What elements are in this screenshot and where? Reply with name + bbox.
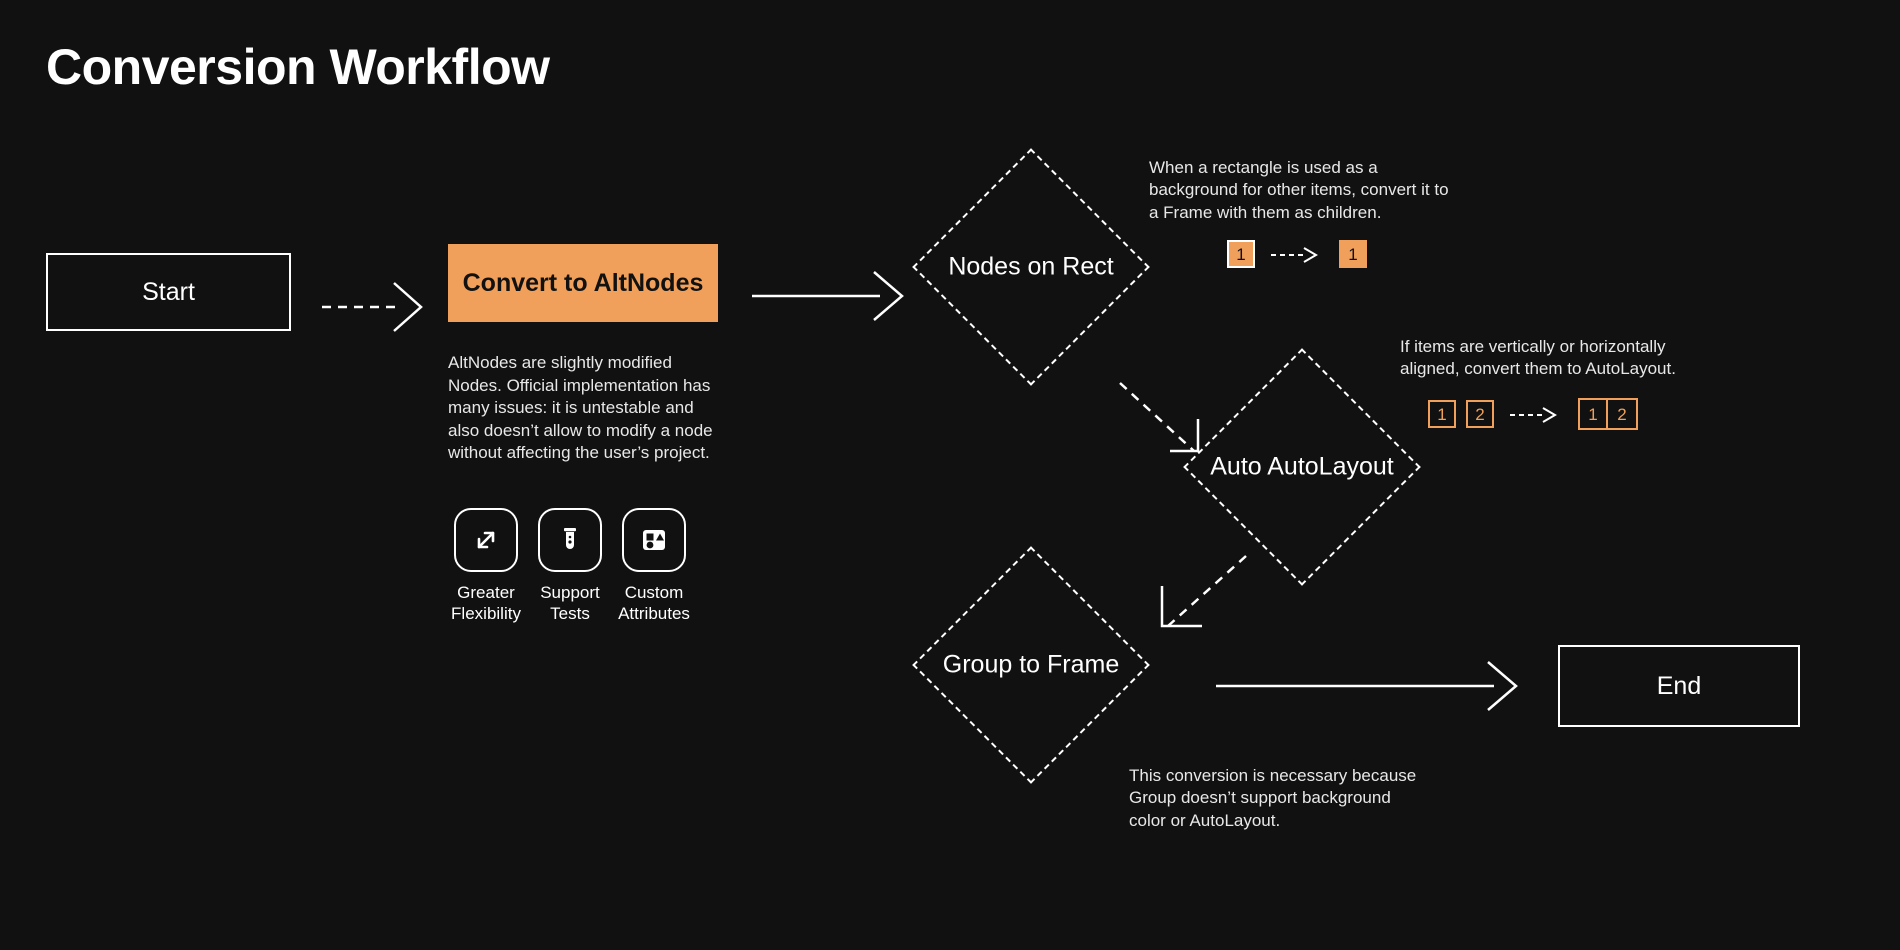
dashed-arrow-icon (1510, 407, 1562, 423)
annotation-nodes-on-rect: When a rectangle is used as a background… (1149, 158, 1449, 222)
annotation-badges-nodes-on-rect: 1 1 (1227, 240, 1367, 268)
feature-label: Support Tests (540, 583, 600, 624)
test-tube-icon (538, 508, 602, 572)
connector-start-to-convert (322, 277, 432, 337)
shapes-icon (622, 508, 686, 572)
annotation-auto-autolayout: If items are vertically or horizontally … (1400, 337, 1676, 379)
feature-list: Greater Flexibility Support Tests (451, 508, 690, 625)
node-start[interactable]: Start (46, 253, 291, 331)
badge-group-frame: 1 2 (1578, 398, 1638, 430)
node-auto-autolayout-label: Auto AutoLayout (1210, 452, 1394, 481)
node-end-label: End (1656, 671, 1702, 700)
node-nodes-on-rect-label: Nodes on Rect (948, 252, 1114, 281)
node-convert-label: Convert to AltNodes (462, 268, 704, 297)
node-end[interactable]: End (1558, 645, 1800, 727)
node-group-to-frame[interactable]: Group to Frame (912, 546, 1150, 784)
annotation-badges-auto-autolayout: 1 2 1 2 (1428, 398, 1638, 430)
expand-arrows-icon (454, 508, 518, 572)
page-title: Conversion Workflow (46, 39, 550, 95)
connector-convert-to-nodes-on-rect (752, 266, 912, 326)
badge-before-1: 1 (1227, 240, 1255, 268)
feature-greater-flexibility[interactable]: Greater Flexibility (451, 508, 521, 625)
badge-after-1: 1 (1339, 240, 1367, 268)
node-start-label: Start (142, 277, 195, 306)
node-nodes-on-rect[interactable]: Nodes on Rect (912, 148, 1150, 386)
node-group-to-frame-label: Group to Frame (942, 650, 1120, 679)
convert-description: AltNodes are slightly modified Nodes. Of… (448, 353, 713, 463)
feature-label: Greater Flexibility (451, 583, 521, 624)
badge-before-2: 2 (1466, 400, 1494, 428)
badge-after-2: 2 (1617, 404, 1627, 424)
dashed-arrow-icon (1271, 247, 1323, 263)
feature-custom-attributes[interactable]: Custom Attributes (618, 508, 690, 625)
badge-after-1: 1 (1580, 400, 1608, 428)
node-convert-to-altnodes[interactable]: Convert to AltNodes (448, 244, 718, 322)
feature-support-tests[interactable]: Support Tests (536, 508, 604, 625)
annotation-group-to-frame: This conversion is necessary because Gro… (1129, 766, 1417, 830)
node-auto-autolayout[interactable]: Auto AutoLayout (1183, 348, 1421, 586)
badge-before-1: 1 (1428, 400, 1456, 428)
connector-nodes-on-rect-to-auto-autolayout (1112, 375, 1232, 465)
connector-auto-autolayout-to-group-to-frame (1140, 548, 1260, 648)
connector-group-to-frame-to-end (1216, 656, 1526, 716)
feature-label: Custom Attributes (618, 583, 690, 624)
